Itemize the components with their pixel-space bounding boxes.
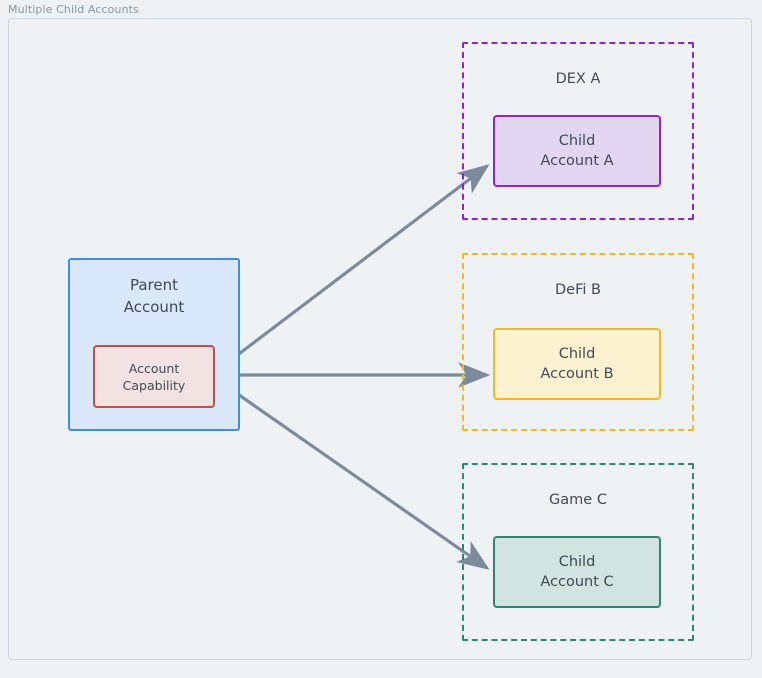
parent-account-label: Parent Account xyxy=(123,276,185,316)
group-dex-a-title: DEX A xyxy=(555,71,601,87)
child-account-a-node[interactable]: Child Account A xyxy=(493,115,661,187)
child-account-b-node[interactable]: Child Account B xyxy=(493,328,661,400)
account-capability-label: Account Capability xyxy=(122,360,186,393)
account-capability-node[interactable]: Account Capability xyxy=(93,345,215,408)
group-game-c[interactable]: Game C xyxy=(462,463,694,641)
child-account-c-node[interactable]: Child Account C xyxy=(493,536,661,608)
group-game-c-title: Game C xyxy=(549,492,607,508)
diagram-caption: Multiple Child Accounts xyxy=(8,3,139,16)
child-account-c-label: Child Account C xyxy=(540,554,614,590)
child-account-a-label: Child Account A xyxy=(540,133,614,169)
group-defi-b-title: DeFi B xyxy=(555,282,601,298)
group-dex-a[interactable]: DEX A xyxy=(462,42,694,220)
group-defi-b[interactable]: DeFi B xyxy=(462,253,694,431)
child-account-b-label: Child Account B xyxy=(540,346,614,382)
